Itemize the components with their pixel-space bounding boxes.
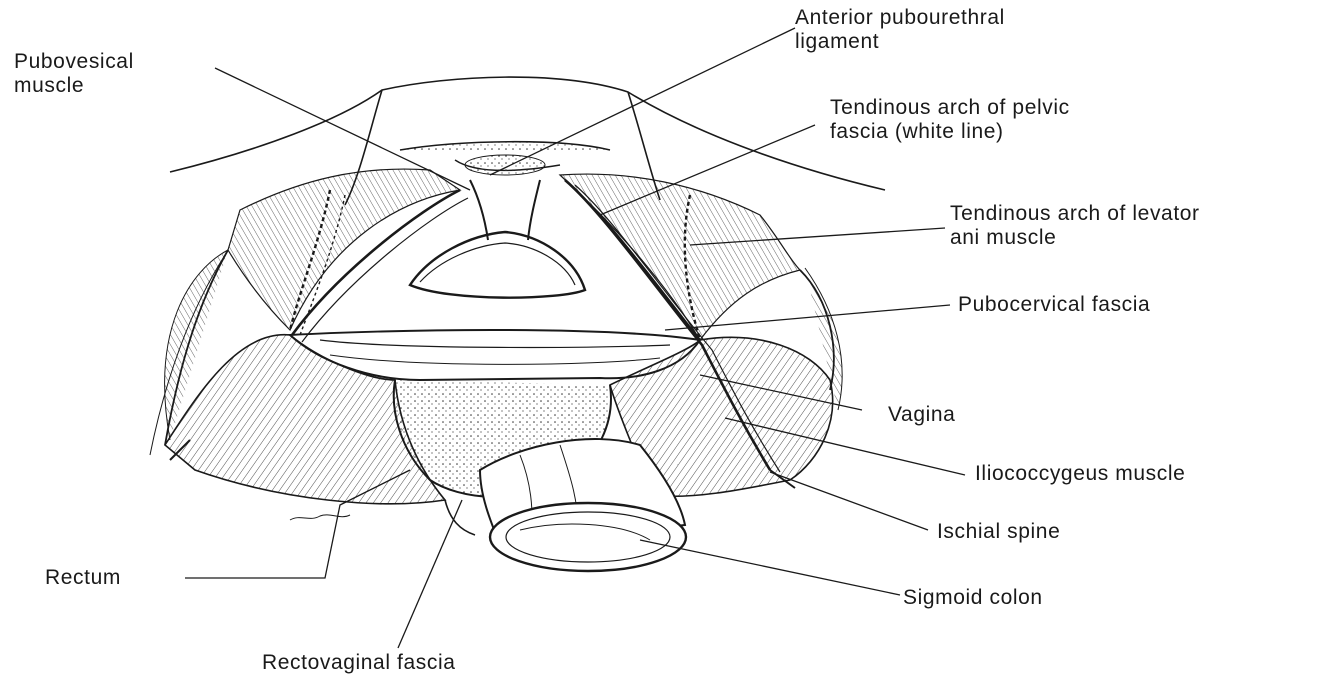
label-line: Anterior pubourethral <box>795 6 1005 30</box>
label-ischial-spine: Ischial spine <box>937 520 1060 544</box>
leader-rectovaginal <box>398 500 462 648</box>
label-anterior-pubourethral-ligament: Anterior pubourethral ligament <box>795 6 1005 54</box>
label-tendinous-arch-levator-ani: Tendinous arch of levator ani muscle <box>950 202 1200 250</box>
label-tendinous-arch-pelvic-fascia: Tendinous arch of pelvic fascia (white l… <box>830 96 1070 144</box>
leader-ischial <box>770 472 928 530</box>
label-sigmoid-colon: Sigmoid colon <box>903 586 1043 610</box>
label-line: muscle <box>14 74 134 98</box>
bladder-neck <box>410 232 585 298</box>
label-rectovaginal-fascia: Rectovaginal fascia <box>262 651 456 675</box>
leader-sigmoid <box>640 540 900 595</box>
label-line: Tendinous arch of levator <box>950 202 1200 226</box>
label-line: fascia (white line) <box>830 120 1070 144</box>
sigmoid-colon-lumen <box>490 503 686 571</box>
label-iliococcygeus-muscle: Iliococcygeus muscle <box>975 462 1185 486</box>
label-pubocervical-fascia: Pubocervical fascia <box>958 293 1150 317</box>
label-line: Pubovesical <box>14 50 134 74</box>
label-pubovesical-muscle: Pubovesical muscle <box>14 50 134 98</box>
label-line: Tendinous arch of pelvic <box>830 96 1070 120</box>
left-sidewall <box>228 169 460 330</box>
label-line: ligament <box>795 30 1005 54</box>
levator-left <box>165 335 445 504</box>
label-line: ani muscle <box>950 226 1200 250</box>
label-vagina: Vagina <box>888 403 955 427</box>
leader-pubovesical <box>215 68 470 190</box>
label-rectum: Rectum <box>45 566 121 590</box>
